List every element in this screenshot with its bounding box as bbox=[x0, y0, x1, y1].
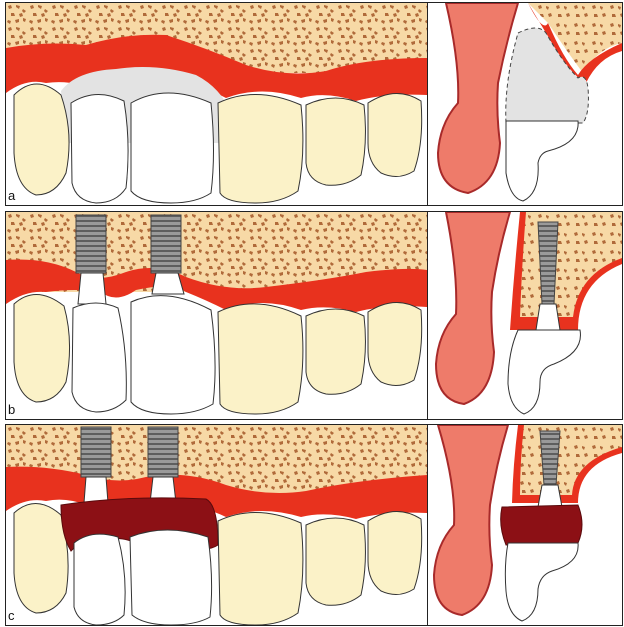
tooth-lateral-left bbox=[13, 294, 71, 403]
crown-sagittal bbox=[504, 542, 579, 622]
abutment-left bbox=[77, 272, 107, 305]
lip-profile bbox=[434, 212, 512, 406]
panel-c-sagittal bbox=[427, 424, 623, 626]
bone-sagittal bbox=[528, 3, 622, 73]
tooth-lateral-right bbox=[305, 517, 366, 606]
panel-b-sagittal-illustration bbox=[434, 212, 622, 415]
gingiva-band bbox=[6, 466, 427, 519]
tooth-sagittal bbox=[505, 120, 579, 202]
panel-label-a: a bbox=[8, 188, 16, 203]
tooth-canine-right bbox=[367, 93, 423, 177]
implant-thread-right bbox=[147, 426, 179, 478]
tooth-canine-right bbox=[367, 511, 423, 595]
tooth-crown-white-left bbox=[70, 94, 129, 204]
crown-sagittal bbox=[507, 329, 581, 415]
tooth-lateral-right bbox=[305, 97, 366, 186]
abutment-right bbox=[151, 272, 185, 295]
bone-sagittal bbox=[520, 425, 622, 495]
bone-sagittal bbox=[520, 212, 622, 317]
panel-a-frontal: a bbox=[5, 2, 428, 206]
panel-c-frontal: c bbox=[5, 424, 428, 626]
tooth-central-right bbox=[217, 303, 304, 415]
panel-c-sagittal-illustration bbox=[432, 425, 622, 622]
panel-c-frontal-illustration bbox=[6, 425, 427, 625]
tooth-crown-white-central bbox=[130, 92, 214, 204]
implant-thread-left bbox=[80, 426, 112, 478]
implant-sagittal bbox=[539, 430, 561, 486]
implant-sagittal bbox=[537, 221, 559, 305]
tooth-central-right bbox=[217, 94, 304, 204]
panel-a-sagittal bbox=[427, 2, 623, 206]
prosthetic-gingiva-sagittal bbox=[500, 504, 583, 546]
tooth-central-right bbox=[217, 512, 304, 625]
implant-crown-central bbox=[130, 295, 216, 415]
panel-label-c: c bbox=[8, 608, 15, 623]
tooth-lateral-left bbox=[13, 83, 70, 196]
abutment-sagittal bbox=[537, 484, 563, 508]
implant-crown-central bbox=[129, 529, 213, 625]
panel-a-frontal-illustration bbox=[6, 3, 427, 204]
panel-label-b: b bbox=[8, 402, 16, 417]
graft-defect-sagittal bbox=[505, 27, 589, 124]
lip-profile bbox=[432, 425, 510, 617]
implant-thread-left bbox=[75, 214, 107, 274]
tooth-lateral-left bbox=[13, 503, 69, 614]
panel-b-frontal: b bbox=[5, 211, 428, 420]
tooth-lateral-right bbox=[305, 308, 366, 395]
panel-b-sagittal bbox=[427, 211, 623, 420]
gingiva-sagittal bbox=[528, 3, 622, 83]
panel-b-frontal-illustration bbox=[6, 212, 427, 415]
lip-profile bbox=[436, 3, 520, 195]
abutment-left bbox=[83, 476, 109, 504]
gingiva-band bbox=[6, 259, 427, 312]
implant-crown-left bbox=[71, 302, 127, 413]
implant-crown-left bbox=[73, 533, 126, 625]
panel-a-sagittal-illustration bbox=[436, 3, 622, 202]
abutment-sagittal bbox=[535, 303, 561, 331]
implant-thread-right bbox=[150, 214, 182, 274]
tooth-canine-right bbox=[367, 302, 423, 386]
